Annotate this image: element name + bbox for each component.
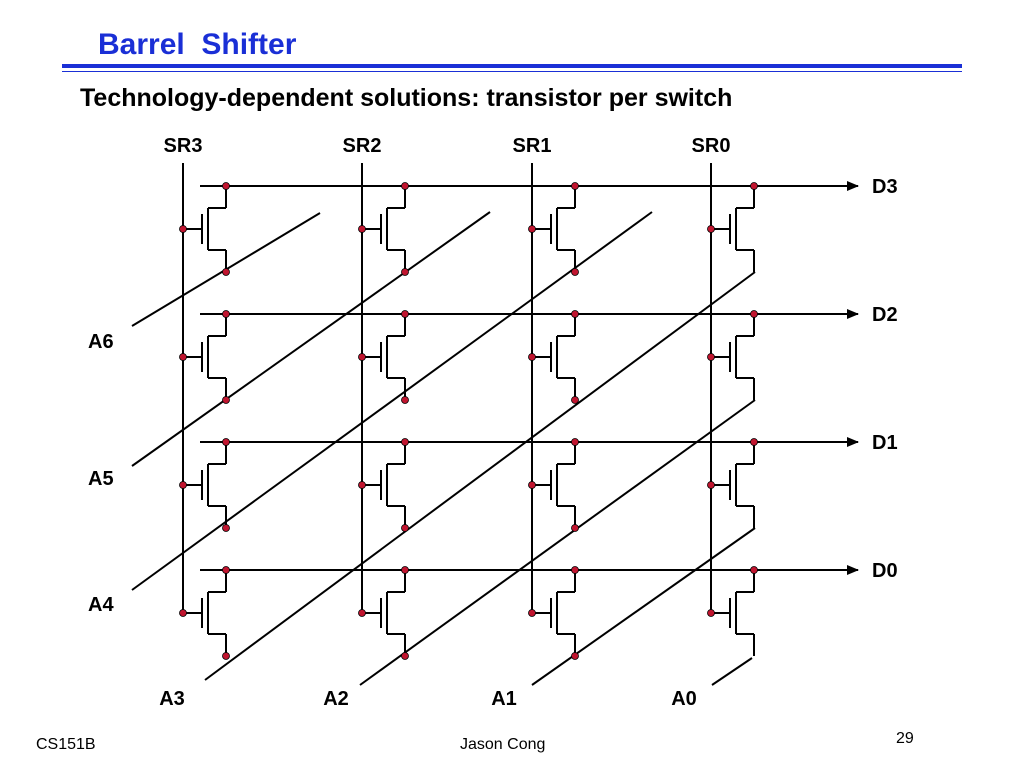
transistor-switch bbox=[707, 566, 758, 656]
gate-node bbox=[707, 481, 715, 489]
transistor-switch bbox=[528, 566, 579, 660]
gate-node bbox=[707, 225, 715, 233]
source-node bbox=[571, 268, 579, 276]
output-node bbox=[222, 182, 230, 190]
column-label-sr1: SR1 bbox=[513, 135, 552, 157]
output-node bbox=[750, 182, 758, 190]
output-node bbox=[571, 182, 579, 190]
input-wire-a0 bbox=[711, 657, 753, 686]
output-node bbox=[750, 566, 758, 574]
select-lines bbox=[182, 163, 712, 613]
transistor-switch bbox=[707, 438, 758, 528]
gate-node bbox=[179, 353, 187, 361]
transistor-switch bbox=[528, 182, 579, 276]
output-node bbox=[222, 438, 230, 446]
gate-node bbox=[179, 609, 187, 617]
transistor-switch bbox=[179, 566, 230, 660]
transistor-switch bbox=[528, 438, 579, 532]
footer-author: Jason Cong bbox=[460, 736, 546, 753]
transistor-switch bbox=[528, 310, 579, 404]
output-node bbox=[401, 182, 409, 190]
gate-node bbox=[707, 353, 715, 361]
input-label-a0: A0 bbox=[671, 688, 697, 710]
source-node bbox=[401, 396, 409, 404]
column-label-sr0: SR0 bbox=[692, 135, 731, 157]
gate-node bbox=[179, 225, 187, 233]
input-wire-a2 bbox=[359, 399, 756, 686]
output-node bbox=[401, 438, 409, 446]
input-label-a6: A6 bbox=[88, 331, 114, 353]
gate-node bbox=[179, 481, 187, 489]
transistor-switch bbox=[179, 182, 230, 276]
source-node bbox=[401, 524, 409, 532]
input-label-a3: A3 bbox=[159, 688, 185, 710]
source-node bbox=[222, 524, 230, 532]
input-label-a4: A4 bbox=[88, 594, 114, 616]
gate-node bbox=[358, 353, 366, 361]
output-node bbox=[222, 566, 230, 574]
transistor-switch bbox=[707, 182, 758, 272]
source-node bbox=[401, 268, 409, 276]
output-lines bbox=[200, 181, 859, 575]
gate-node bbox=[528, 481, 536, 489]
output-node bbox=[571, 310, 579, 318]
input-label-a2: A2 bbox=[323, 688, 349, 710]
transistor-switch bbox=[358, 438, 409, 532]
output-label-d1: D1 bbox=[872, 432, 898, 454]
gate-node bbox=[358, 225, 366, 233]
transistor-switch bbox=[179, 310, 230, 404]
transistor-switches bbox=[179, 182, 758, 660]
transistor-switch bbox=[358, 310, 409, 404]
transistor-switch bbox=[179, 438, 230, 532]
title-rule-thick bbox=[62, 64, 962, 68]
slide-title: Barrel Shifter bbox=[98, 28, 297, 61]
source-node bbox=[571, 524, 579, 532]
gate-node bbox=[707, 609, 715, 617]
input-wire-a5 bbox=[131, 211, 491, 467]
gate-node bbox=[528, 353, 536, 361]
column-label-sr2: SR2 bbox=[343, 135, 382, 157]
output-node bbox=[222, 310, 230, 318]
transistor-switch bbox=[707, 310, 758, 400]
output-node bbox=[401, 566, 409, 574]
output-node bbox=[571, 566, 579, 574]
source-node bbox=[571, 396, 579, 404]
output-node bbox=[750, 438, 758, 446]
gate-node bbox=[528, 609, 536, 617]
source-node bbox=[222, 396, 230, 404]
output-label-d2: D2 bbox=[872, 304, 898, 326]
input-wire-a1 bbox=[531, 527, 756, 686]
output-node bbox=[401, 310, 409, 318]
slide-subtitle: Technology-dependent solutions: transist… bbox=[80, 84, 733, 112]
output-node bbox=[571, 438, 579, 446]
output-node bbox=[750, 310, 758, 318]
source-node bbox=[571, 652, 579, 660]
input-label-a1: A1 bbox=[491, 688, 517, 710]
source-node bbox=[222, 652, 230, 660]
transistor-switch bbox=[358, 182, 409, 276]
gate-node bbox=[358, 481, 366, 489]
footer-course: CS151B bbox=[36, 736, 96, 753]
title-rule-thin bbox=[62, 71, 962, 72]
output-label-d0: D0 bbox=[872, 560, 898, 582]
input-wire-a4 bbox=[131, 211, 653, 591]
footer-page-number: 29 bbox=[896, 730, 914, 747]
input-wire-a3 bbox=[204, 271, 756, 681]
transistor-switch bbox=[358, 566, 409, 660]
source-node bbox=[222, 268, 230, 276]
gate-node bbox=[358, 609, 366, 617]
output-label-d3: D3 bbox=[872, 176, 898, 198]
column-label-sr3: SR3 bbox=[164, 135, 203, 157]
source-node bbox=[401, 652, 409, 660]
input-label-a5: A5 bbox=[88, 468, 114, 490]
gate-node bbox=[528, 225, 536, 233]
